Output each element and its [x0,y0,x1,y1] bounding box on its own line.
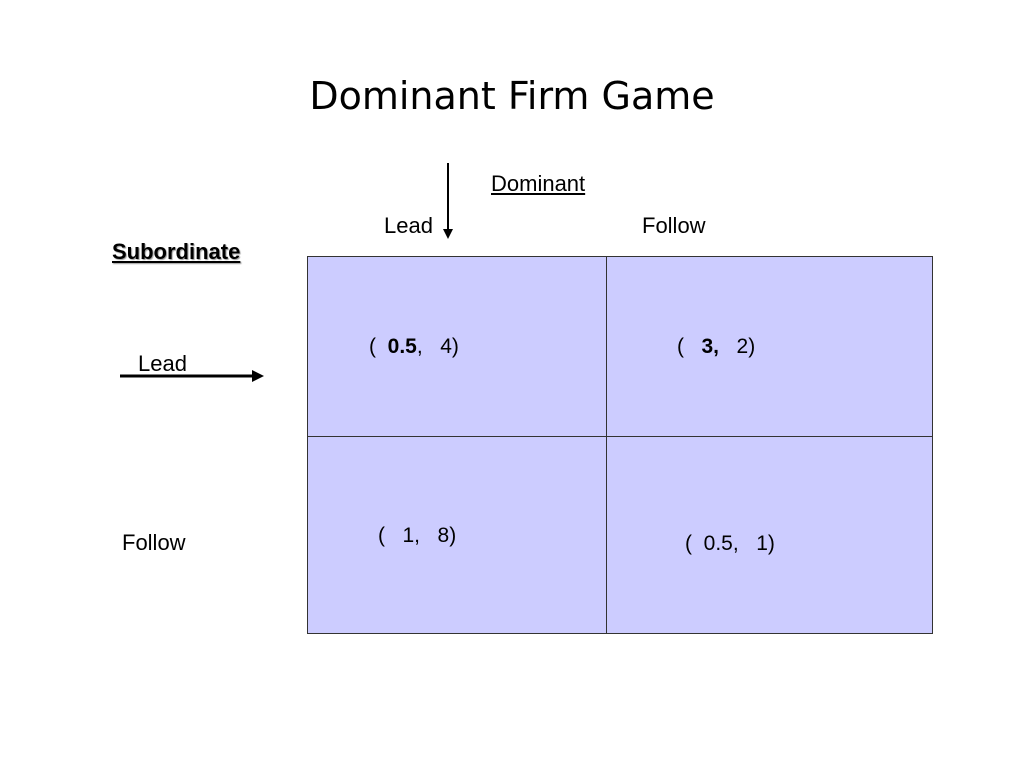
right-arrow-icon [120,370,264,382]
row-strategy-follow: Follow [122,530,186,555]
column-strategy-lead: Lead [384,213,433,238]
payoff-lead-lead: ( 0.5, 4) [369,335,459,358]
column-strategy-follow: Follow [642,213,706,238]
column-player-label: Dominant [491,171,586,196]
row-strategy-lead: Lead [138,351,187,376]
payoff-matrix: ( 0.5, 4) ( 3, 2) ( 1, 8) ( 0.5, 1) [307,256,933,634]
payoff-lead-lead-subordinate: 0.5 [387,335,417,358]
matrix-horizontal-divider [308,436,932,437]
payoff-lead-follow: ( 3, 2) [677,335,756,358]
payoff-lead-follow-subordinate: 3, [701,335,720,358]
payoff-follow-lead: ( 1, 8) [378,524,457,547]
row-player-label: Subordinate [112,239,241,264]
matrix-vertical-divider [606,257,607,633]
down-arrow-icon [443,163,453,239]
payoff-follow-follow: ( 0.5, 1) [685,532,775,555]
slide-title: Dominant Firm Game [309,74,715,118]
